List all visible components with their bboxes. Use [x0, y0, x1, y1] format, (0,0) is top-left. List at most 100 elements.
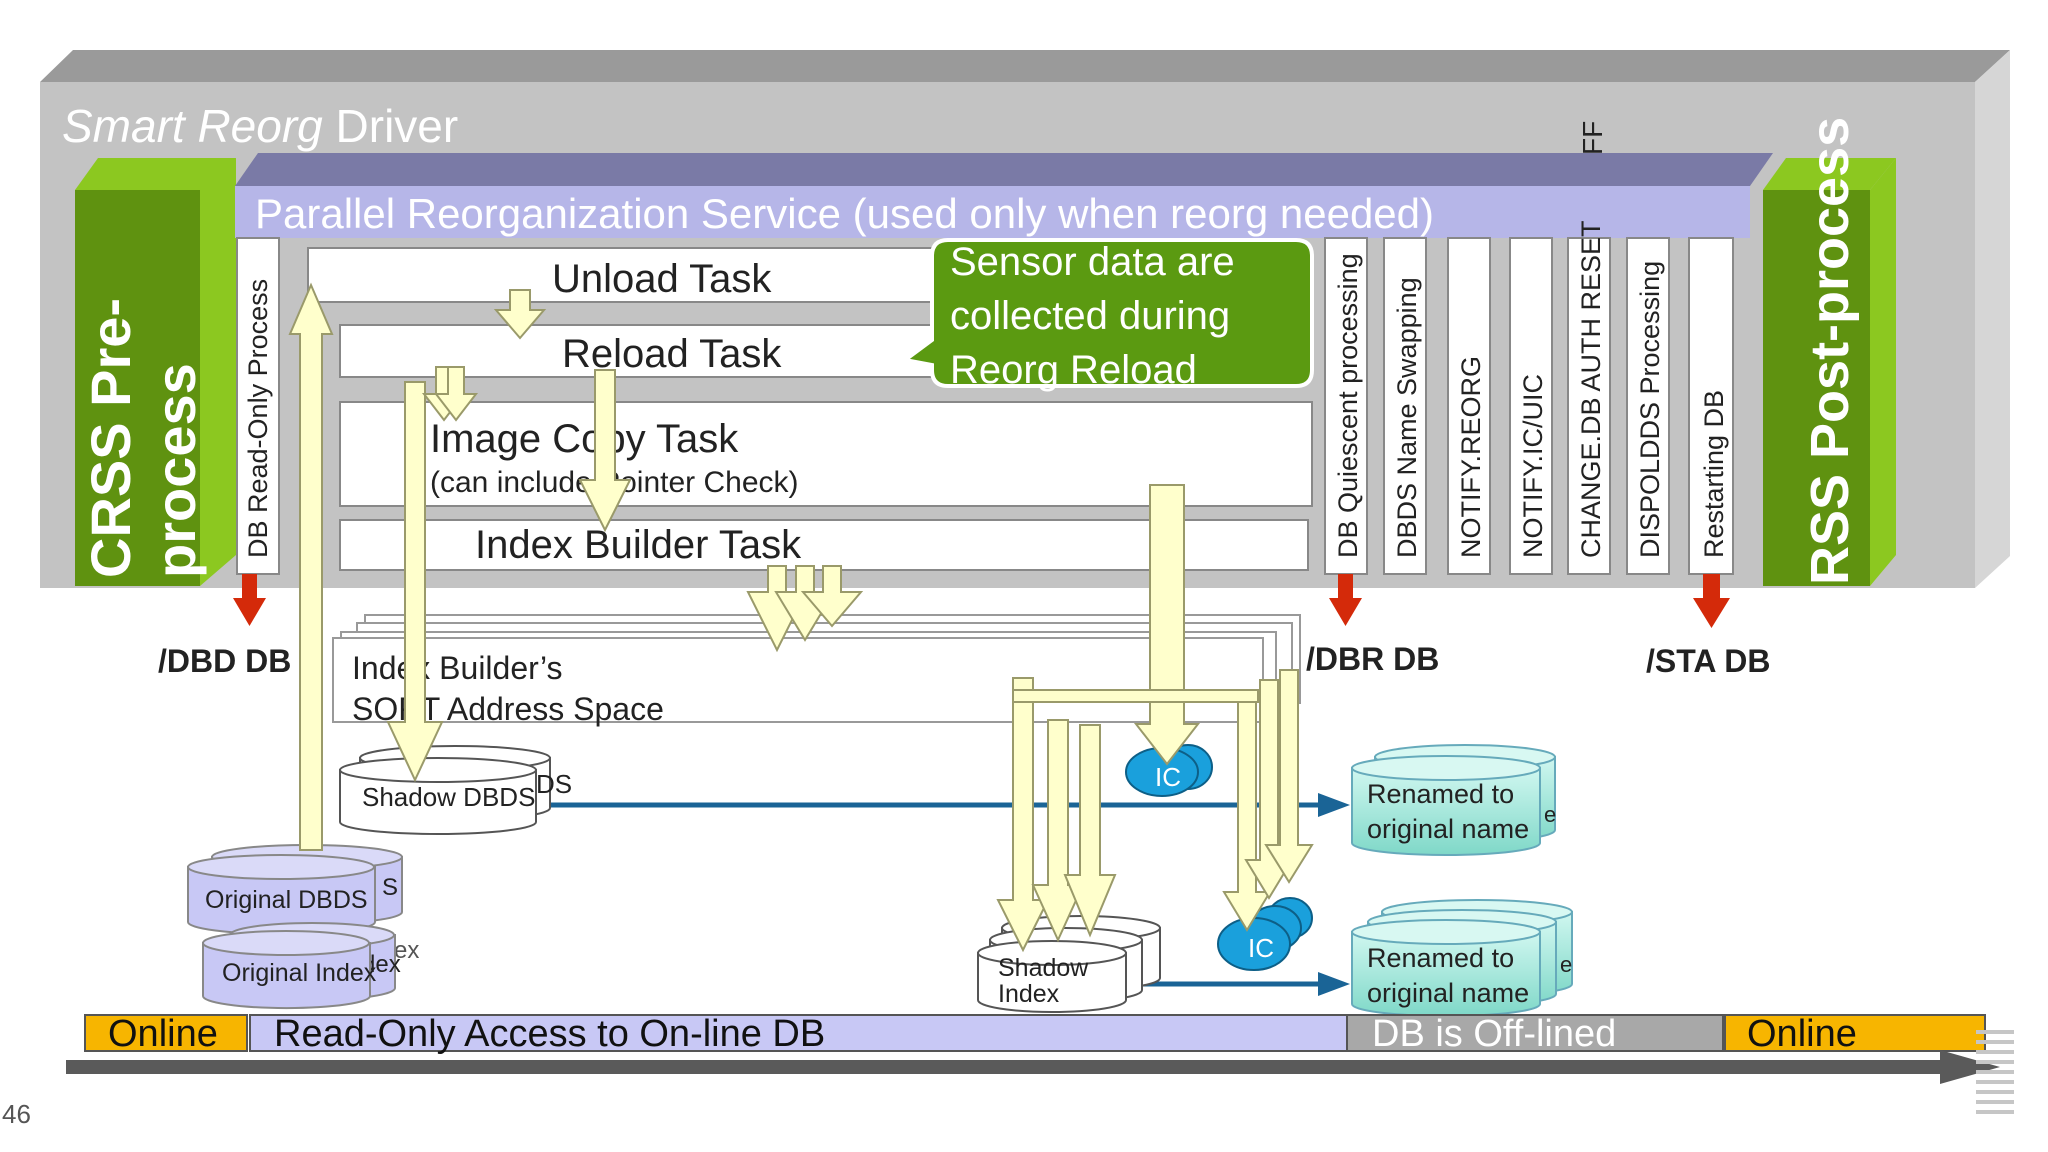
shadow-index-front [977, 952, 1127, 1013]
time-axis-arrowhead [1940, 1050, 2000, 1084]
column-namesw-label: DBDS Name Swapping [1392, 277, 1422, 558]
ibm-logo-stripe-1 [1976, 1030, 2014, 1034]
column-dispoldds-label: DISPOLDDS Processing [1635, 261, 1665, 558]
sort-address-space [332, 637, 1264, 723]
column-notify-ic-box [1509, 237, 1553, 575]
timeline-online-right [1724, 1014, 1986, 1052]
shadow-dbds-back-label: DS [536, 769, 572, 799]
timeline-online-left [84, 1014, 248, 1052]
renamed-top-front [1351, 767, 1541, 856]
cmd-sta: /STA DB [1646, 643, 1770, 679]
page-number: 46 [2, 1099, 31, 1129]
post-label: RSS Post-process [1800, 117, 1860, 585]
callout-line1: Sensor data are [950, 240, 1235, 284]
ibm-logo-stripe-6 [1976, 1080, 2014, 1084]
original-index-front-top [202, 930, 370, 956]
reload-task-label: Reload Task [562, 332, 782, 376]
driver-box-side [1975, 50, 2010, 588]
sort-index-connector [1012, 689, 1259, 703]
timeline-readonly [249, 1014, 1348, 1052]
down-arrow-reload-ic-b [433, 366, 479, 422]
shadow-index-label1: Shadow [998, 954, 1089, 982]
pre-block-top [75, 158, 236, 190]
shadow-index-front-top [977, 940, 1127, 966]
down-arrow-reload-index [578, 369, 632, 533]
ic-label-bottom: IC [1248, 933, 1274, 963]
cmd-dbd: /DBD DB [158, 643, 291, 679]
red-arrow-sta [1693, 574, 1730, 628]
renamed-bottom-front-top [1351, 919, 1541, 945]
down-arrow-sort-ic-3 [1264, 669, 1314, 884]
sensor-callout [900, 238, 1314, 388]
down-arrow-sort-ic-1 [1222, 689, 1272, 932]
original-index-front [202, 942, 371, 1010]
pre-block [75, 190, 200, 586]
down-arrow-sort-index-3 [1063, 724, 1117, 938]
ibm-logo [1976, 1030, 2014, 1114]
column-restart-label: Restarting DB [1699, 390, 1729, 558]
timeline-readonly-label: Read-Only Access to On-line DB [274, 1013, 825, 1055]
post-block [1763, 190, 1870, 586]
renamed-top-line2: original name [1367, 814, 1529, 844]
down-arrow-sort-3 [800, 565, 864, 628]
renamed-stack-top: e Renamed to original name [1351, 744, 1556, 856]
up-arrow-original-dbds [288, 282, 334, 851]
column-dispoldds-box [1626, 237, 1670, 575]
column-quiescent-label: DB Quiescent processing [1333, 253, 1363, 558]
callout-line2: collected during [950, 294, 1230, 338]
flow-arrowhead-dbds [1318, 793, 1350, 817]
red-arrow-dbr [1329, 574, 1362, 626]
prs-bar-top [235, 153, 1773, 186]
column-change-auth-box [1567, 237, 1611, 575]
renamed-top-line1: Renamed to [1367, 779, 1514, 809]
original-index-label: Original Index [222, 959, 377, 987]
down-arrow-sort-1 [746, 565, 808, 653]
column-namesw-box [1383, 237, 1427, 575]
ibm-logo-stripe-2 [1976, 1040, 2014, 1044]
original-dbds-front-top [187, 854, 375, 880]
renamed-top-back-label: e [1544, 802, 1556, 827]
pre-label-line1: CRSS Pre- [79, 298, 142, 578]
renamed-bottom-back-label: e [1560, 952, 1572, 977]
driver-title-italic: Smart Reorg [62, 100, 323, 152]
column-notify-ic-label: NOTIFY.IC/UIC [1518, 374, 1548, 558]
ibm-logo-stripe-7 [1976, 1090, 2014, 1094]
timeline-offline-label: DB is Off-lined [1372, 1013, 1616, 1055]
down-arrow-sort-ic-2 [1244, 679, 1294, 900]
indexbuilder-task-label: Index Builder Task [475, 523, 802, 567]
ibm-logo-stripe-9 [1976, 1110, 2014, 1114]
ibm-logo-stripe-3 [1976, 1050, 2014, 1054]
post-block-side [1870, 158, 1896, 586]
yellow-flow-arrows [288, 282, 1314, 953]
prs-bar [235, 186, 1750, 238]
original-dbds-back-label: S [382, 874, 398, 901]
column-notify-reorg-label: NOTIFY.REORG [1456, 356, 1486, 558]
original-index-stack: ex dex Original Index [202, 922, 419, 1010]
shadow-dbds-front [339, 769, 537, 835]
driver-box-top [40, 50, 2010, 82]
left-column-label: DB Read-Only Process [243, 279, 273, 558]
pre-block-side [200, 158, 236, 586]
original-index-back2-label: ex [394, 937, 419, 964]
ibm-logo-stripe-8 [1976, 1100, 2014, 1104]
right-columns: DB Quiescent processing DBDS Name Swappi… [1324, 220, 1734, 575]
sort-line1: Index Builder’s [352, 650, 563, 686]
cmd-dbr: /DBR DB [1306, 641, 1439, 677]
left-column-box [236, 237, 280, 575]
shadow-dbds-stack: DS Shadow DBDS [339, 745, 572, 835]
time-axis-bar [66, 1060, 1968, 1074]
ic-label-top: IC [1155, 762, 1181, 792]
original-dbds-stack: S Original DBDS [187, 844, 403, 936]
down-arrow-unload-reload [493, 289, 547, 340]
timeline-offline [1346, 1014, 1724, 1052]
column-quiescent-box [1324, 237, 1368, 575]
callout-line3: Reorg Reload [950, 348, 1197, 392]
ic-blob-bottom: IC [1217, 897, 1313, 971]
renamed-bottom-line1: Renamed to [1367, 943, 1514, 973]
down-arrow-sort-index-1 [996, 677, 1050, 953]
driver-title-rest: Driver [323, 100, 458, 152]
ibm-logo-stripe-5 [1976, 1070, 2014, 1074]
shadow-index-label2: Index [998, 980, 1060, 1008]
